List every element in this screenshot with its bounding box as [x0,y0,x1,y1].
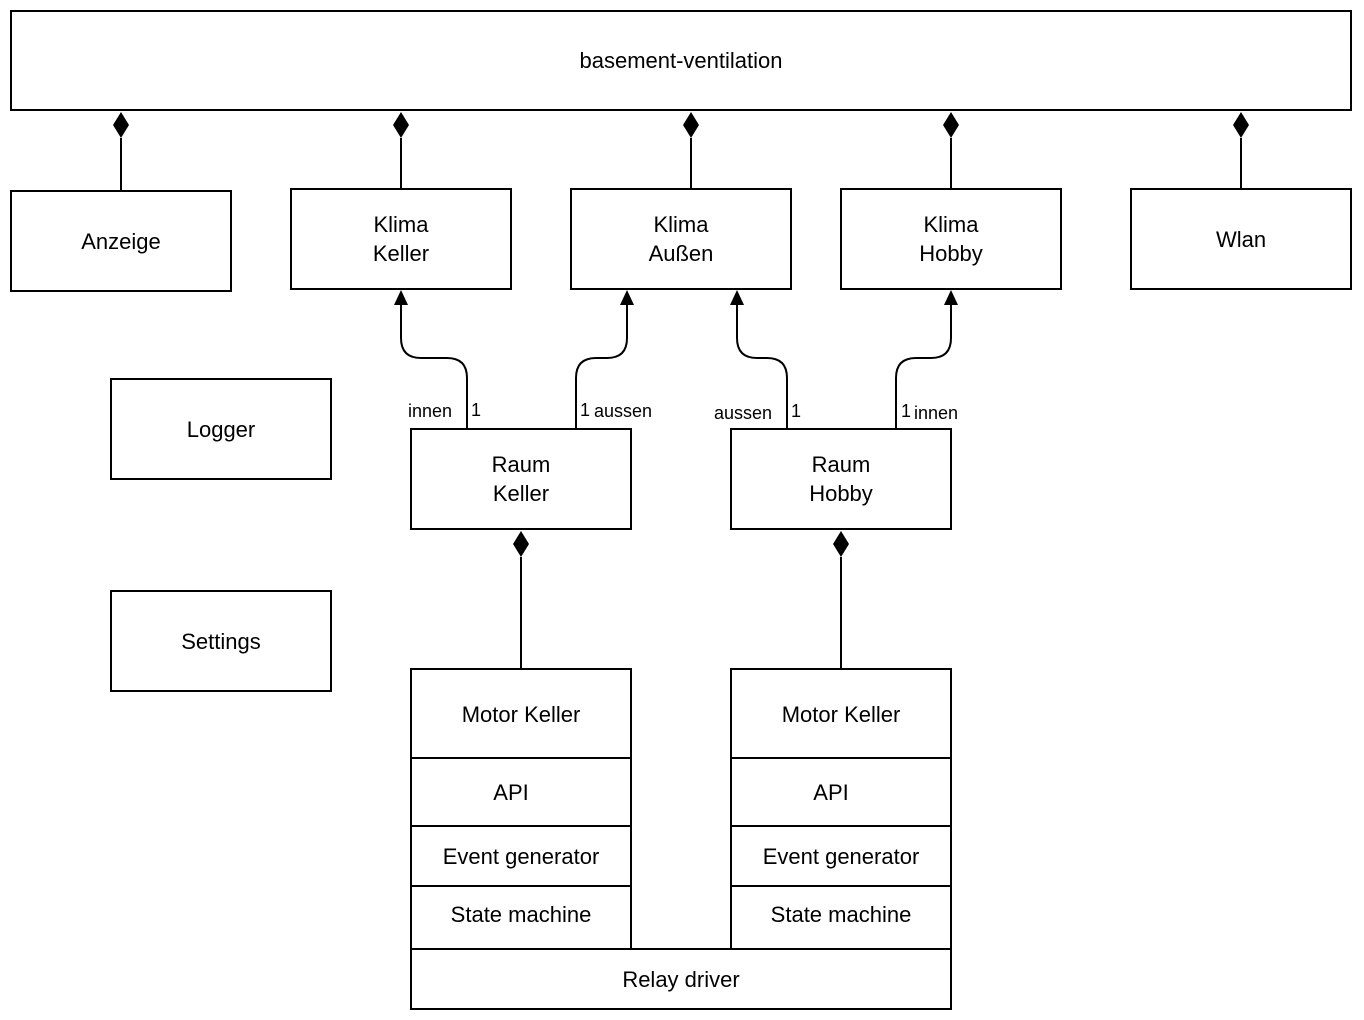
arrowhead-klima-keller [394,290,408,305]
motor-keller-line1: Motor [461,701,518,727]
arrowhead-klima-aussen-right [730,290,744,305]
motor-hobby-stack: Motor Keller API Event generator State m… [730,668,952,950]
raum-keller-line1: Raum [491,452,551,477]
klima-aussen-box: Klima Außen [570,188,792,290]
diamond-wlan [1233,112,1249,138]
diamond-klima-aussen [683,112,699,138]
anzeige-label: Anzeige [81,228,161,254]
motor-keller-event: Event generator [412,825,630,885]
relay-driver-box: Relay driver [410,948,952,1010]
association-keller-innen [400,303,468,430]
arrowhead-klima-hobby [944,290,958,305]
klima-hobby-box: Klima Hobby [840,188,1062,290]
arrowhead-klima-aussen-left [620,290,634,305]
raum-hobby-line1: Raum [811,452,871,477]
motor-keller-api: API [412,757,630,825]
diamond-klima-keller [393,112,409,138]
logger-label: Logger [186,416,256,442]
motor-keller-state-label: State machine [450,902,592,927]
klima-keller-line2: Keller [372,241,430,266]
diamond-anzeige [113,112,129,138]
klima-hobby-line2: Hobby [919,241,983,266]
motor-keller-line2: Keller [524,701,581,727]
klima-hobby-line1: Klima [923,212,979,237]
anzeige-box: Anzeige [10,190,232,292]
diamond-klima-hobby [943,112,959,138]
raum-hobby-box: Raum Hobby [730,428,952,530]
motor-hobby-event: Event generator [732,825,950,885]
motor-hobby-header: Motor Keller [732,670,950,758]
logger-box: Logger [110,378,332,480]
motor-hobby-event-label: Event generator [762,843,920,869]
klima-keller-box: Klima Keller [290,188,512,290]
motor-hobby-line2: Keller [844,701,901,727]
label-keller-aussen-mult: 1 [580,400,591,420]
raum-keller-line2: Keller [492,481,550,506]
motor-keller-stack: Motor Keller API Event generator State m… [410,668,632,950]
label-hobby-aussen: aussen [714,403,773,423]
association-hobby-aussen [736,303,788,430]
association-hobby-innen [895,303,952,430]
relay-driver-label: Relay driver [622,966,740,992]
klima-aussen-line1: Klima [653,212,709,237]
motor-hobby-api: API [732,757,950,825]
label-keller-aussen: aussen [594,401,653,421]
label-hobby-innen-mult: 1 [901,401,912,421]
wlan-label: Wlan [1215,226,1267,252]
motor-keller-event-label: Event generator [442,843,600,869]
settings-label: Settings [181,628,261,654]
motor-keller-header: Motor Keller [412,670,630,758]
klima-keller-line1: Klima [373,212,429,237]
motor-hobby-line1: Motor [781,701,838,727]
klima-aussen-line2: Außen [648,241,714,266]
motor-keller-api-label: API [493,779,529,805]
diamond-raum-keller [513,531,529,557]
label-hobby-aussen-mult: 1 [791,401,802,421]
label-hobby-innen: innen [914,403,959,423]
system-title: basement-ventilation [579,48,783,73]
motor-hobby-state-label: State machine [770,902,912,927]
label-keller-innen-mult: 1 [471,400,482,420]
raum-hobby-line2: Hobby [809,481,873,506]
diamond-raum-hobby [833,531,849,557]
settings-box: Settings [110,590,332,692]
association-keller-aussen [575,303,628,430]
raum-keller-box: Raum Keller [410,428,632,530]
motor-keller-state: State machine [412,885,630,948]
system-box: basement-ventilation [10,10,1352,111]
motor-hobby-api-label: API [813,779,849,805]
wlan-box: Wlan [1130,188,1352,290]
label-keller-innen: innen [408,401,453,421]
motor-hobby-state: State machine [732,885,950,948]
